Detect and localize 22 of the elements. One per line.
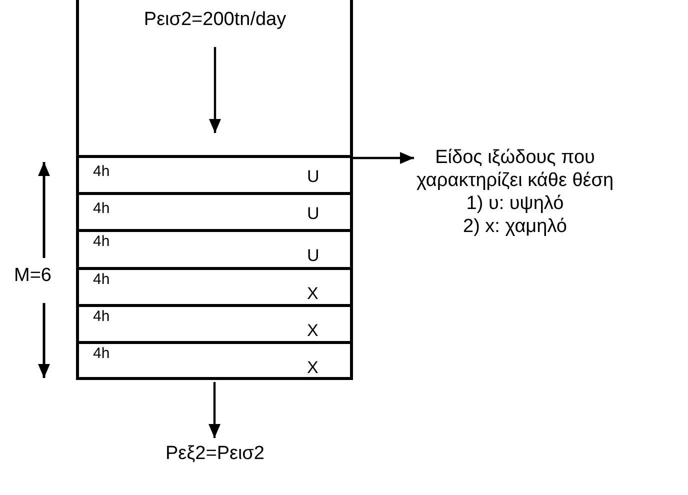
note-text: 1) υ: υψηλό — [465, 192, 565, 215]
viscosity-code: X — [307, 320, 318, 341]
duration-text: 4h — [93, 345, 110, 362]
viscosity-code: U — [307, 167, 320, 187]
open-tank — [76, 0, 353, 380]
flow-label: Ρεισ2=200tn/day — [142, 8, 288, 31]
note-text: Είδος ιξώδους που χαρακτηρίζει κάθε θέση — [415, 146, 615, 192]
duration-text: 4h — [93, 163, 110, 180]
flow-label: Ρεξ2=Ρεισ2 — [164, 442, 266, 465]
arrow — [350, 152, 414, 164]
viscosity-code: X — [307, 358, 318, 378]
duration-text: 4h — [93, 308, 110, 325]
viscosity-code: U — [307, 204, 320, 224]
viscosity-code: X — [307, 284, 318, 304]
duration-text: 4h — [93, 200, 110, 218]
dimension-label: M=6 — [14, 265, 52, 287]
duration-text: 4h — [93, 233, 110, 250]
arrow — [208, 382, 220, 438]
arrow — [209, 47, 221, 133]
duration-text: 4h — [93, 270, 110, 288]
viscosity-code: U — [307, 246, 320, 266]
note-text: 2) x: χαμηλό — [462, 215, 568, 238]
